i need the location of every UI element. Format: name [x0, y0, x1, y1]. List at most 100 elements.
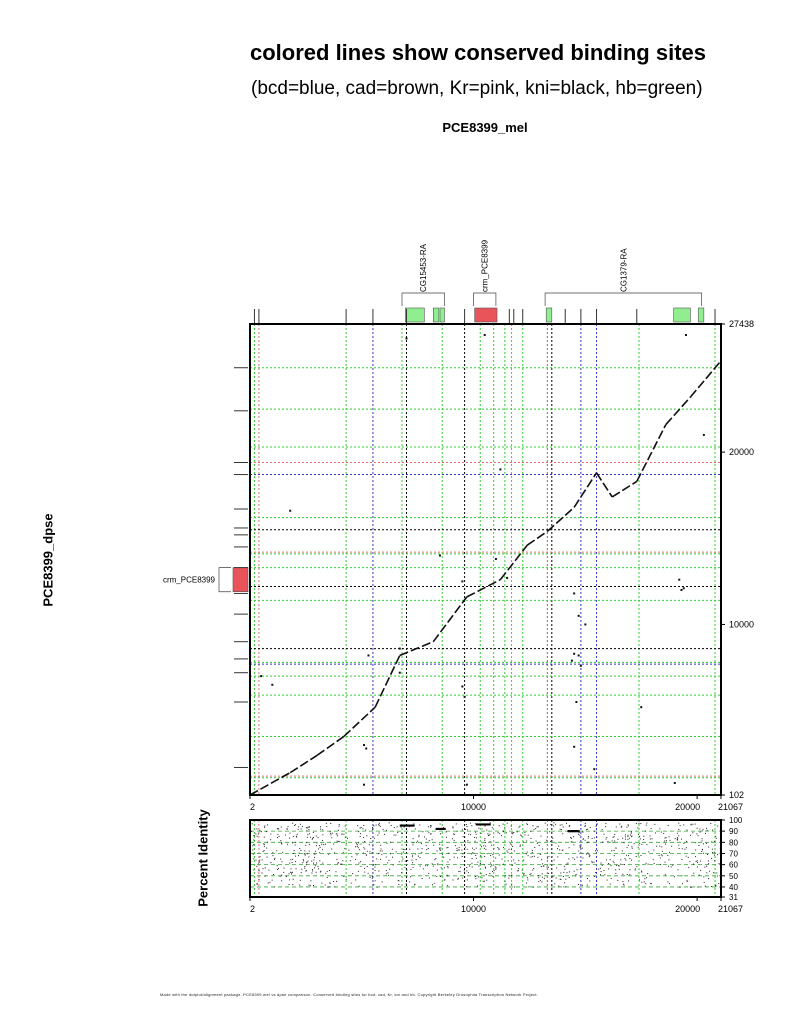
- identity-point: [465, 886, 467, 888]
- identity-point: [581, 847, 583, 849]
- identity-point: [392, 864, 394, 866]
- identity-point: [703, 881, 705, 883]
- identity-point: [561, 829, 563, 831]
- identity-point: [444, 879, 446, 881]
- identity-point: [601, 829, 603, 831]
- identity-point: [285, 875, 287, 877]
- identity-point: [271, 879, 273, 881]
- identity-point: [488, 834, 490, 836]
- identity-point: [334, 852, 336, 854]
- identity-point: [405, 883, 407, 885]
- identity-point: [603, 833, 605, 835]
- identity-point: [505, 832, 507, 834]
- identity-point: [498, 848, 500, 850]
- diagonal-segment: [466, 578, 501, 598]
- identity-point: [320, 828, 322, 830]
- identity-point: [486, 879, 488, 881]
- identity-point: [393, 834, 395, 836]
- identity-point: [432, 884, 434, 886]
- identity-point: [298, 852, 300, 854]
- identity-point: [504, 827, 506, 829]
- identity-point: [559, 849, 561, 851]
- identity-point: [483, 847, 485, 849]
- identity-point: [263, 849, 265, 851]
- identity-point: [618, 865, 620, 867]
- identity-point: [387, 862, 389, 864]
- identity-point: [445, 836, 447, 838]
- identity-point: [685, 847, 687, 849]
- identity-point: [664, 843, 666, 845]
- identity-point: [711, 886, 713, 888]
- identity-point: [453, 839, 455, 841]
- identity-point: [640, 855, 642, 857]
- identity-point: [593, 861, 595, 863]
- identity-point: [325, 822, 327, 824]
- identity-point: [264, 825, 266, 827]
- identity-point: [341, 863, 343, 865]
- identity-point: [495, 857, 497, 859]
- identity-point: [568, 871, 570, 873]
- identity-point: [513, 859, 515, 861]
- identity-point: [315, 871, 317, 873]
- identity-point: [278, 828, 280, 830]
- identity-point: [295, 824, 297, 826]
- identity-point: [696, 833, 698, 835]
- identity-point: [291, 872, 293, 874]
- identity-point: [574, 858, 576, 860]
- identity-point: [500, 835, 502, 837]
- identity-point: [401, 872, 403, 874]
- identity-point: [477, 861, 479, 863]
- identity-point: [272, 855, 274, 857]
- identity-point: [292, 835, 294, 837]
- x-tick-label: 2: [250, 802, 255, 812]
- identity-point: [443, 856, 445, 858]
- identity-point: [695, 849, 697, 851]
- identity-point: [252, 845, 254, 847]
- identity-point: [637, 834, 639, 836]
- identity-point: [470, 834, 472, 836]
- identity-point: [711, 841, 713, 843]
- identity-point: [308, 884, 310, 886]
- identity-point: [692, 823, 694, 825]
- identity-point: [624, 838, 626, 840]
- identity-point: [678, 835, 680, 837]
- identity-point: [514, 862, 516, 864]
- alignment-dot: [465, 783, 468, 786]
- identity-point: [334, 886, 336, 888]
- identity-point: [439, 875, 441, 877]
- identity-point: [314, 867, 316, 869]
- identity-point: [588, 854, 590, 856]
- identity-point: [354, 846, 356, 848]
- identity-point: [372, 845, 374, 847]
- identity-point: [315, 835, 317, 837]
- identity-point: [516, 831, 518, 833]
- identity-point: [253, 844, 255, 846]
- identity-point: [629, 874, 631, 876]
- identity-point: [568, 877, 570, 879]
- identity-point: [635, 855, 637, 857]
- identity-point: [605, 838, 607, 840]
- identity-point: [651, 838, 653, 840]
- identity-point: [336, 840, 338, 842]
- identity-point: [484, 842, 486, 844]
- identity-point: [255, 859, 257, 861]
- identity-point: [566, 822, 568, 824]
- identity-point: [484, 825, 486, 827]
- identity-point: [302, 859, 304, 861]
- identity-point: [525, 882, 527, 884]
- identity-point: [624, 834, 626, 836]
- identity-point: [521, 869, 523, 871]
- identity-point: [317, 837, 319, 839]
- left-crm-box: [232, 567, 249, 593]
- identity-point: [532, 886, 534, 888]
- identity-point: [302, 862, 304, 864]
- identity-point: [712, 829, 714, 831]
- diagonal-segment: [573, 472, 598, 508]
- identity-point: [626, 873, 628, 875]
- identity-point: [472, 847, 474, 849]
- identity-point: [419, 857, 421, 859]
- identity-point: [576, 856, 578, 858]
- identity-point: [527, 855, 529, 857]
- identity-point: [358, 862, 360, 864]
- identity-point: [355, 879, 357, 881]
